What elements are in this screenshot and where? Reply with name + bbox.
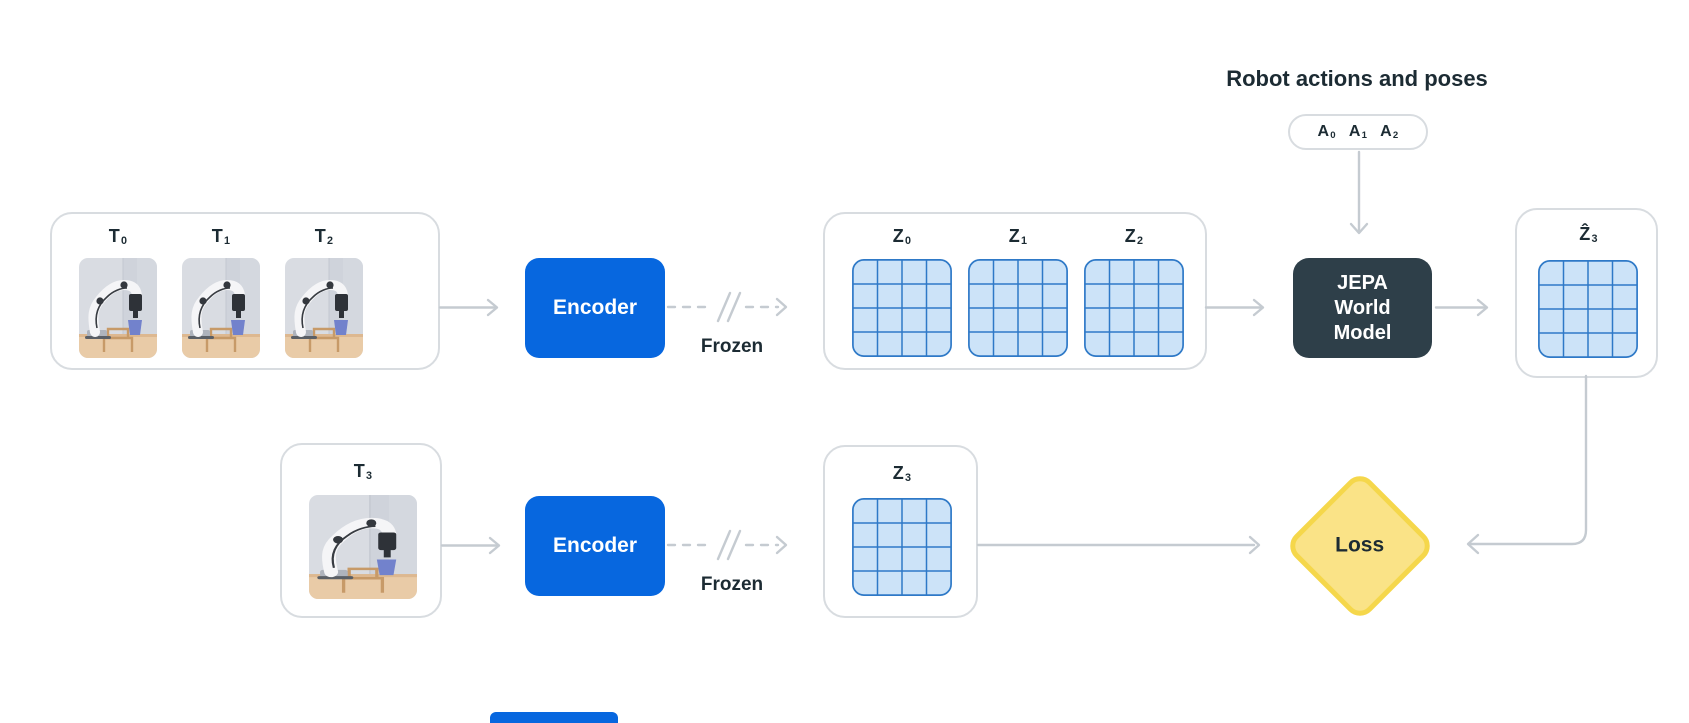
arrow-down-icon xyxy=(1349,150,1369,235)
predicted-token-box: Ẑ3 xyxy=(1515,208,1658,378)
arrow-right-icon xyxy=(438,298,499,317)
action-label: A2 xyxy=(1380,123,1399,142)
target-frame-box: T3 xyxy=(280,443,442,618)
frame-label: T0 xyxy=(108,226,128,248)
arrow-right-icon xyxy=(440,536,501,555)
actions-title: Robot actions and poses xyxy=(1226,66,1488,91)
token-grid xyxy=(852,498,952,596)
token-label: Z0 xyxy=(892,226,912,248)
token-grid xyxy=(852,259,952,357)
robot-frame-image xyxy=(182,258,260,358)
token-grid xyxy=(968,259,1068,357)
cropped-blue-element xyxy=(490,712,618,723)
loss-label: Loss xyxy=(1335,533,1385,557)
encoder-label: Encoder xyxy=(552,296,638,319)
encoder-box-bottom: Encoder xyxy=(525,496,665,596)
token-label: Z1 xyxy=(1008,226,1028,248)
robot-frame-image xyxy=(79,258,157,358)
token-label: Z3 xyxy=(892,463,912,485)
jepa-label-line: JEPA xyxy=(1337,271,1388,294)
frozen-dashed-arrow-icon xyxy=(666,291,788,323)
frame-label: T2 xyxy=(314,226,334,248)
arrow-right-icon xyxy=(1434,298,1489,317)
actions-box: A0 A1 A2 xyxy=(1288,114,1428,150)
predicted-token-label: Ẑ3 xyxy=(1579,224,1598,246)
encoder-box-top: Encoder xyxy=(525,258,665,358)
jepa-label-line: Model xyxy=(1333,321,1392,344)
jepa-world-model-box: JEPA World Model xyxy=(1293,258,1432,358)
frozen-label-top: Frozen xyxy=(700,336,764,357)
jepa-label-line: World xyxy=(1334,296,1391,319)
action-label: A1 xyxy=(1348,123,1368,142)
robot-frame-image xyxy=(309,495,417,599)
action-label: A0 xyxy=(1317,123,1336,142)
elbow-arrow-left-icon xyxy=(1466,374,1588,555)
arrow-right-icon xyxy=(976,535,1261,555)
input-frames-box: T0 T1 T2 xyxy=(50,212,440,370)
token-label: Z2 xyxy=(1124,226,1144,248)
token-grid xyxy=(1084,259,1184,357)
latent-tokens-box: Z0 Z1 Z2 xyxy=(823,212,1207,370)
token-grid xyxy=(1538,260,1638,358)
frozen-dashed-arrow-icon xyxy=(666,529,788,561)
encoder-label: Encoder xyxy=(552,534,638,557)
target-token-box: Z3 xyxy=(823,445,978,618)
frame-label: T3 xyxy=(353,461,373,483)
loss-diamond: Loss xyxy=(1283,469,1437,623)
frame-label: T1 xyxy=(211,226,231,248)
arrow-right-icon xyxy=(1204,298,1265,317)
robot-frame-image xyxy=(285,258,363,358)
frozen-label-bottom: Frozen xyxy=(700,574,764,595)
